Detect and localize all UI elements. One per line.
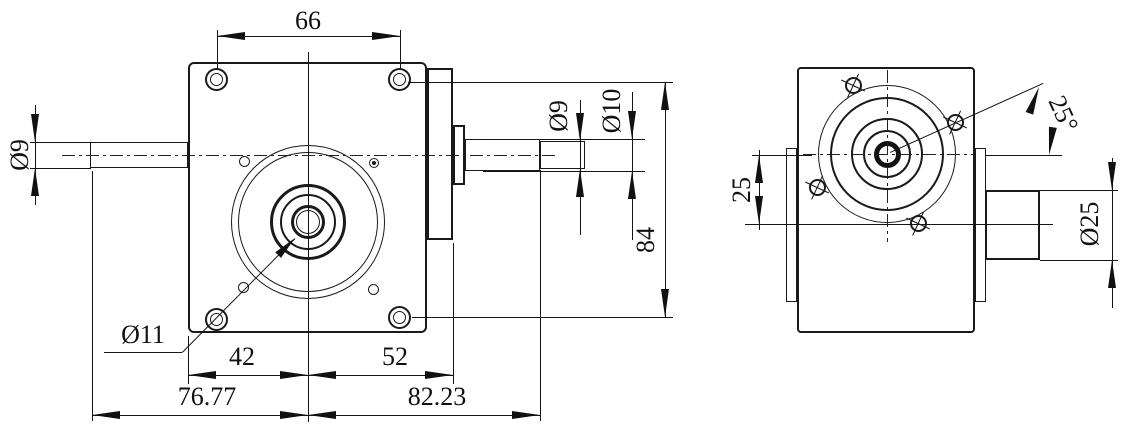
ext-line-25-top bbox=[752, 155, 812, 156]
dim-line-25 bbox=[759, 150, 760, 230]
face-hole-bottom-left bbox=[238, 282, 249, 293]
mount-hole-top-right-inner bbox=[393, 73, 406, 86]
arrow-d9l-bottom bbox=[30, 168, 39, 196]
ext-line-d10-bottom bbox=[483, 171, 645, 172]
dim-label-height: 84 bbox=[631, 227, 660, 253]
dim-label-top-width: 66 bbox=[295, 6, 321, 35]
ext-line-d25-top bbox=[1040, 190, 1118, 191]
center-line-side-vertical bbox=[887, 70, 888, 242]
dim-line-d9-left bbox=[35, 105, 36, 205]
arrow-25-bottom bbox=[754, 196, 763, 224]
arrow-d10-bottom bbox=[627, 171, 636, 199]
dim-line-66 bbox=[217, 36, 400, 37]
dim-label-left-shaft-dia: Ø9 bbox=[5, 139, 34, 171]
arrow-d25-top bbox=[1107, 162, 1116, 190]
arrow-d9r-top bbox=[575, 113, 584, 141]
ext-line-66-right bbox=[400, 30, 401, 69]
dim-label-center-to-right-edge: 52 bbox=[382, 342, 408, 371]
arrow-84-top bbox=[660, 82, 669, 110]
dim-label-center-to-left-edge: 42 bbox=[229, 342, 255, 371]
leader-d11-horizontal bbox=[104, 352, 182, 353]
output-boss bbox=[985, 190, 1040, 260]
arrow-7677-right bbox=[280, 410, 308, 419]
mount-hole-top-right bbox=[388, 68, 411, 91]
mount-hole-top-left bbox=[205, 68, 228, 91]
ext-line-52 bbox=[453, 243, 454, 384]
flange-strip-left bbox=[786, 148, 797, 302]
dim-label-right-shaft-dia-small: Ø9 bbox=[544, 100, 573, 132]
mount-hole-bottom-left bbox=[205, 308, 228, 331]
ext-line-7677 bbox=[92, 171, 93, 421]
arrow-d10-top bbox=[627, 111, 636, 139]
face-hole-top-right bbox=[369, 158, 379, 168]
arrow-66-left bbox=[217, 31, 245, 40]
arrow-25-top bbox=[754, 155, 763, 183]
arrow-8223-right bbox=[512, 410, 540, 419]
ext-line-d10-top bbox=[483, 139, 645, 140]
arrow-42-right bbox=[280, 370, 308, 379]
dim-label-right-shaft-dia-large: Ø10 bbox=[597, 88, 626, 134]
dim-label-screw-angle: 25° bbox=[1042, 91, 1085, 137]
ext-line-84-bottom bbox=[412, 317, 673, 318]
mount-hole-top-left-inner bbox=[210, 73, 223, 86]
ext-line-d25-bottom bbox=[1040, 260, 1118, 261]
arrow-d9l-top bbox=[30, 114, 39, 142]
ext-line-84-top bbox=[408, 82, 673, 83]
ext-line-25-bottom-and-boss-axis bbox=[745, 224, 1053, 225]
dim-line-d25 bbox=[1112, 158, 1113, 308]
dim-label-screw-offset: 25 bbox=[727, 177, 756, 203]
screw-left bbox=[809, 179, 826, 196]
screw-bottom bbox=[910, 215, 927, 232]
arrow-42-left bbox=[188, 370, 216, 379]
mount-hole-bottom-left-inner bbox=[210, 313, 223, 326]
center-line-side-horizontal bbox=[803, 154, 973, 155]
arrow-8223-left bbox=[308, 410, 336, 419]
arrow-d9r-bottom bbox=[575, 169, 584, 197]
dim-label-left-overall: 76.77 bbox=[177, 382, 237, 411]
arrow-52-right bbox=[425, 370, 453, 379]
face-hole-top-left bbox=[239, 156, 250, 167]
dim-line-d9-right bbox=[580, 100, 581, 235]
angle-ref-line-horizontal bbox=[985, 155, 1062, 156]
ext-line-42 bbox=[188, 336, 189, 384]
mount-hole-bottom-right bbox=[388, 306, 411, 329]
arrow-52-left bbox=[308, 370, 336, 379]
arrow-84-bottom bbox=[660, 289, 669, 317]
side-plate bbox=[427, 68, 453, 240]
dim-label-center-bore-dia: Ø11 bbox=[121, 320, 165, 349]
dim-line-84 bbox=[665, 82, 666, 317]
arrow-7677-left bbox=[92, 410, 120, 419]
screw-right bbox=[947, 114, 964, 131]
ext-line-d9-left-bottom bbox=[30, 168, 91, 169]
ext-line-8223 bbox=[540, 170, 541, 421]
mount-hole-bottom-right-inner bbox=[393, 311, 406, 324]
arrow-66-right bbox=[372, 31, 400, 40]
face-hole-top-right-dot bbox=[372, 161, 376, 165]
center-line-front-vertical bbox=[308, 52, 309, 422]
arrow-d25-bottom bbox=[1107, 260, 1116, 288]
dim-label-boss-dia: Ø25 bbox=[1075, 201, 1104, 247]
ext-line-66-left bbox=[217, 30, 218, 69]
dim-line-d10 bbox=[632, 92, 633, 240]
ext-line-d9-left-top bbox=[30, 142, 91, 143]
center-line-front-horizontal bbox=[62, 155, 556, 156]
screw-top bbox=[845, 77, 862, 94]
face-hole-bottom-right bbox=[368, 284, 379, 295]
dim-label-right-overall: 82.23 bbox=[407, 382, 467, 411]
